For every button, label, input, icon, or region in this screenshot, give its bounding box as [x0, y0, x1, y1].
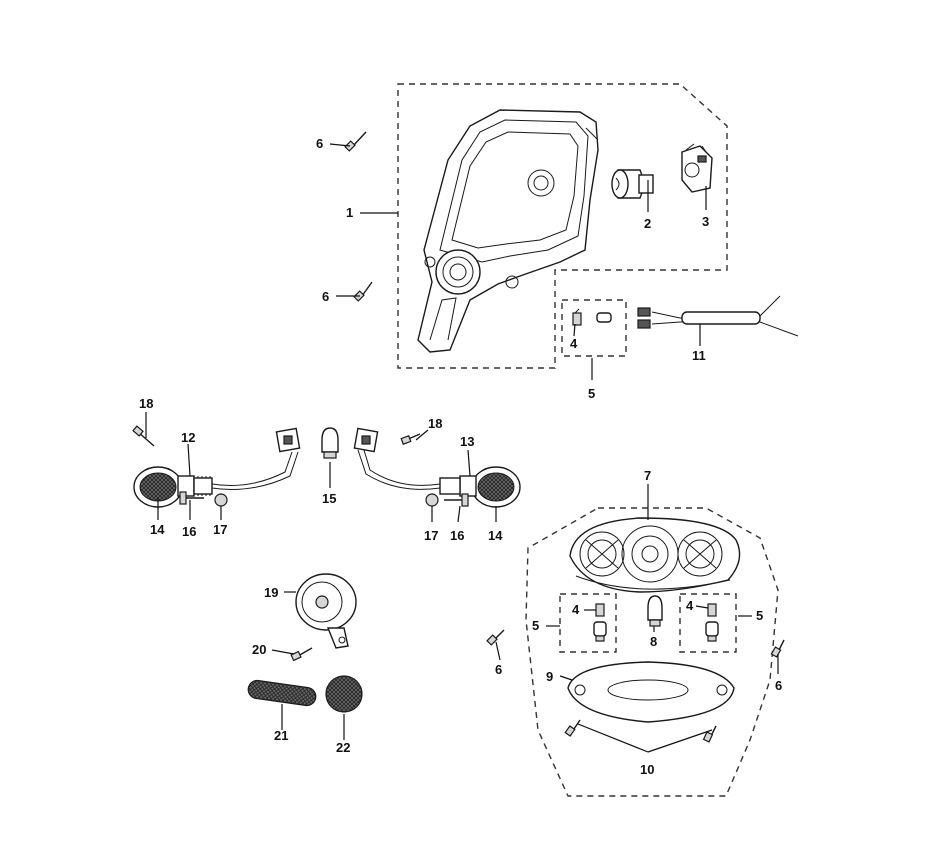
screw[interactable]: [400, 433, 421, 445]
callout-2: 2: [644, 216, 651, 231]
callout-6: 6: [316, 136, 323, 151]
callout-18: 18: [428, 416, 442, 431]
taillight-assembly: [486, 507, 785, 797]
headlight-housing[interactable]: [417, 109, 599, 353]
turn-signal-right[interactable]: [353, 427, 521, 508]
screw[interactable]: [353, 281, 373, 302]
brake-bulb-group-right-outline: [679, 593, 737, 653]
callout-22: 22: [336, 740, 350, 755]
brake-bulb[interactable]: [593, 621, 607, 642]
callout-labels: 1 2 3 6 6 4 5 11 18 12 14 16 17 15 18 13…: [139, 136, 782, 777]
callout-14: 14: [488, 528, 503, 543]
callout-20: 20: [252, 642, 266, 657]
callout-3: 3: [702, 214, 709, 229]
callout-5: 5: [588, 386, 595, 401]
callout-14: 14: [150, 522, 165, 537]
callout-6: 6: [322, 289, 329, 304]
callout-4: 4: [570, 336, 578, 351]
screw[interactable]: [344, 131, 367, 152]
callout-8: 8: [650, 634, 657, 649]
bolt[interactable]: [179, 491, 204, 505]
brake-bulb[interactable]: [705, 621, 719, 642]
turn-signal-bulb[interactable]: [321, 427, 339, 459]
callout-1: 1: [346, 205, 353, 220]
screw[interactable]: [290, 647, 313, 662]
callout-18: 18: [139, 396, 153, 411]
callout-12: 12: [181, 430, 195, 445]
callout-11: 11: [692, 348, 706, 363]
callout-16: 16: [450, 528, 464, 543]
callout-10: 10: [640, 762, 654, 777]
horn[interactable]: [295, 573, 357, 649]
callout-16: 16: [182, 524, 196, 539]
taillight-lens[interactable]: [567, 661, 735, 723]
position-bulb-socket[interactable]: [572, 308, 582, 326]
wire-harness[interactable]: [637, 295, 799, 337]
callout-6: 6: [775, 678, 782, 693]
callout-19: 19: [264, 585, 278, 600]
callout-17: 17: [424, 528, 438, 543]
brake-bulb-group-left-outline: [559, 593, 617, 653]
callout-6: 6: [495, 662, 502, 677]
screw[interactable]: [486, 629, 505, 646]
headlight-group-outline: [397, 83, 728, 369]
screw[interactable]: [132, 425, 155, 447]
screw[interactable]: [770, 639, 785, 658]
nut[interactable]: [425, 493, 439, 507]
callout-4: 4: [572, 602, 580, 617]
callout-15: 15: [322, 491, 336, 506]
taillight-bulb[interactable]: [647, 595, 663, 627]
callout-13: 13: [460, 434, 474, 449]
leader-lines: [145, 143, 779, 753]
reflector-strip[interactable]: [247, 679, 317, 707]
taillight-housing[interactable]: [569, 517, 741, 593]
headlight-bulb[interactable]: [611, 169, 654, 199]
screw[interactable]: [564, 719, 581, 737]
callout-5: 5: [532, 618, 539, 633]
nut[interactable]: [214, 493, 228, 507]
callout-9: 9: [546, 669, 553, 684]
callout-4: 4: [686, 598, 694, 613]
position-bulb[interactable]: [596, 312, 612, 323]
turn-signal-left[interactable]: [133, 427, 301, 508]
reflector-round[interactable]: [325, 675, 363, 713]
bulb-socket[interactable]: [681, 143, 713, 193]
callout-7: 7: [644, 468, 651, 483]
brake-bulb-socket[interactable]: [707, 603, 717, 617]
bolt[interactable]: [444, 493, 469, 507]
taillight-group-outline: [525, 507, 779, 797]
position-bulb-group-outline: [561, 299, 627, 357]
callout-21: 21: [274, 728, 288, 743]
callout-17: 17: [213, 522, 227, 537]
callout-5: 5: [756, 608, 763, 623]
brake-bulb-socket[interactable]: [595, 603, 605, 617]
headlight-assembly: [344, 83, 799, 369]
screw[interactable]: [702, 725, 717, 743]
